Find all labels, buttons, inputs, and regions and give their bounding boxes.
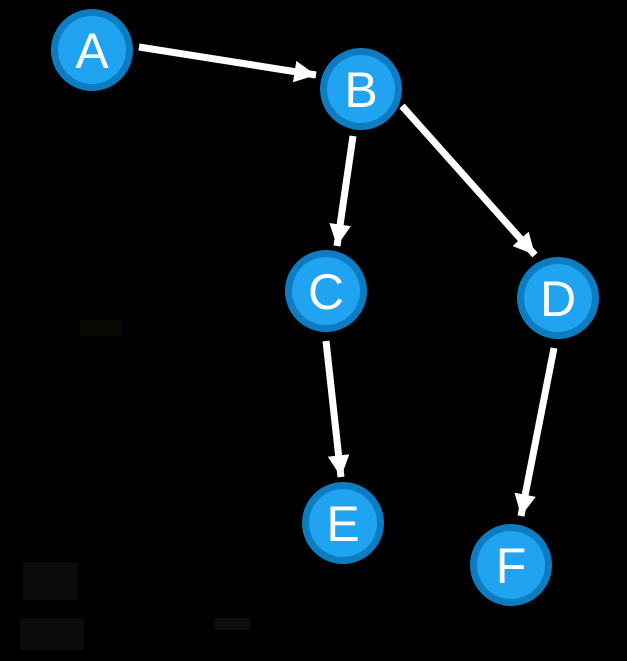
node-D[interactable]: D	[517, 257, 599, 339]
edge-D-F	[514, 347, 558, 517]
edge-B-D	[399, 103, 538, 258]
node-fill	[309, 489, 377, 557]
node-A[interactable]: A	[51, 9, 133, 91]
nodes-layer: A B C D E F	[51, 9, 599, 606]
edge-A-B	[138, 43, 317, 83]
edge-C-E	[322, 340, 350, 478]
edges-layer	[138, 43, 558, 517]
node-F[interactable]: F	[470, 524, 552, 606]
node-E[interactable]: E	[302, 482, 384, 564]
node-fill	[58, 16, 126, 84]
node-fill	[292, 257, 360, 325]
background-artifact	[20, 618, 84, 650]
node-fill	[524, 264, 592, 332]
background-artifact	[215, 618, 250, 630]
node-fill	[477, 531, 545, 599]
node-B[interactable]: B	[320, 48, 402, 130]
background-artifact	[23, 562, 78, 600]
node-fill	[327, 55, 395, 123]
edge-B-C	[329, 135, 357, 247]
background-artifact	[80, 320, 122, 336]
node-C[interactable]: C	[285, 250, 367, 332]
background-artifacts	[20, 320, 250, 650]
